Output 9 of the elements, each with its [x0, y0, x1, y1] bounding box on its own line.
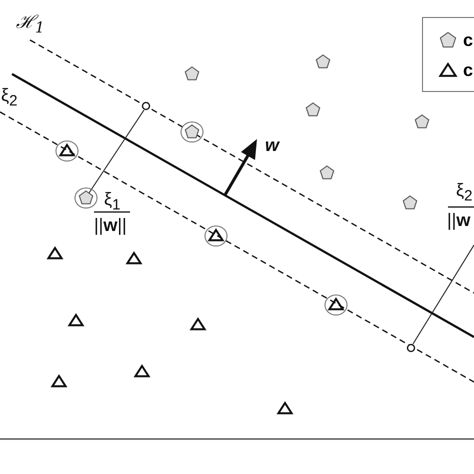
norm-label: ||w||: [94, 216, 127, 234]
slack-label: ξ$_{2}$: [456, 181, 472, 204]
plane-label: ξ$_{2}$: [1, 86, 18, 109]
vector-label: w: [265, 136, 280, 154]
slack-label: ξ$_{1}$: [104, 190, 120, 213]
legend-label: c: [463, 31, 474, 49]
norm-label: ||w: [447, 211, 470, 229]
legend-label: c: [463, 61, 474, 79]
plane-label: ℋ$_{1}$: [16, 14, 45, 36]
